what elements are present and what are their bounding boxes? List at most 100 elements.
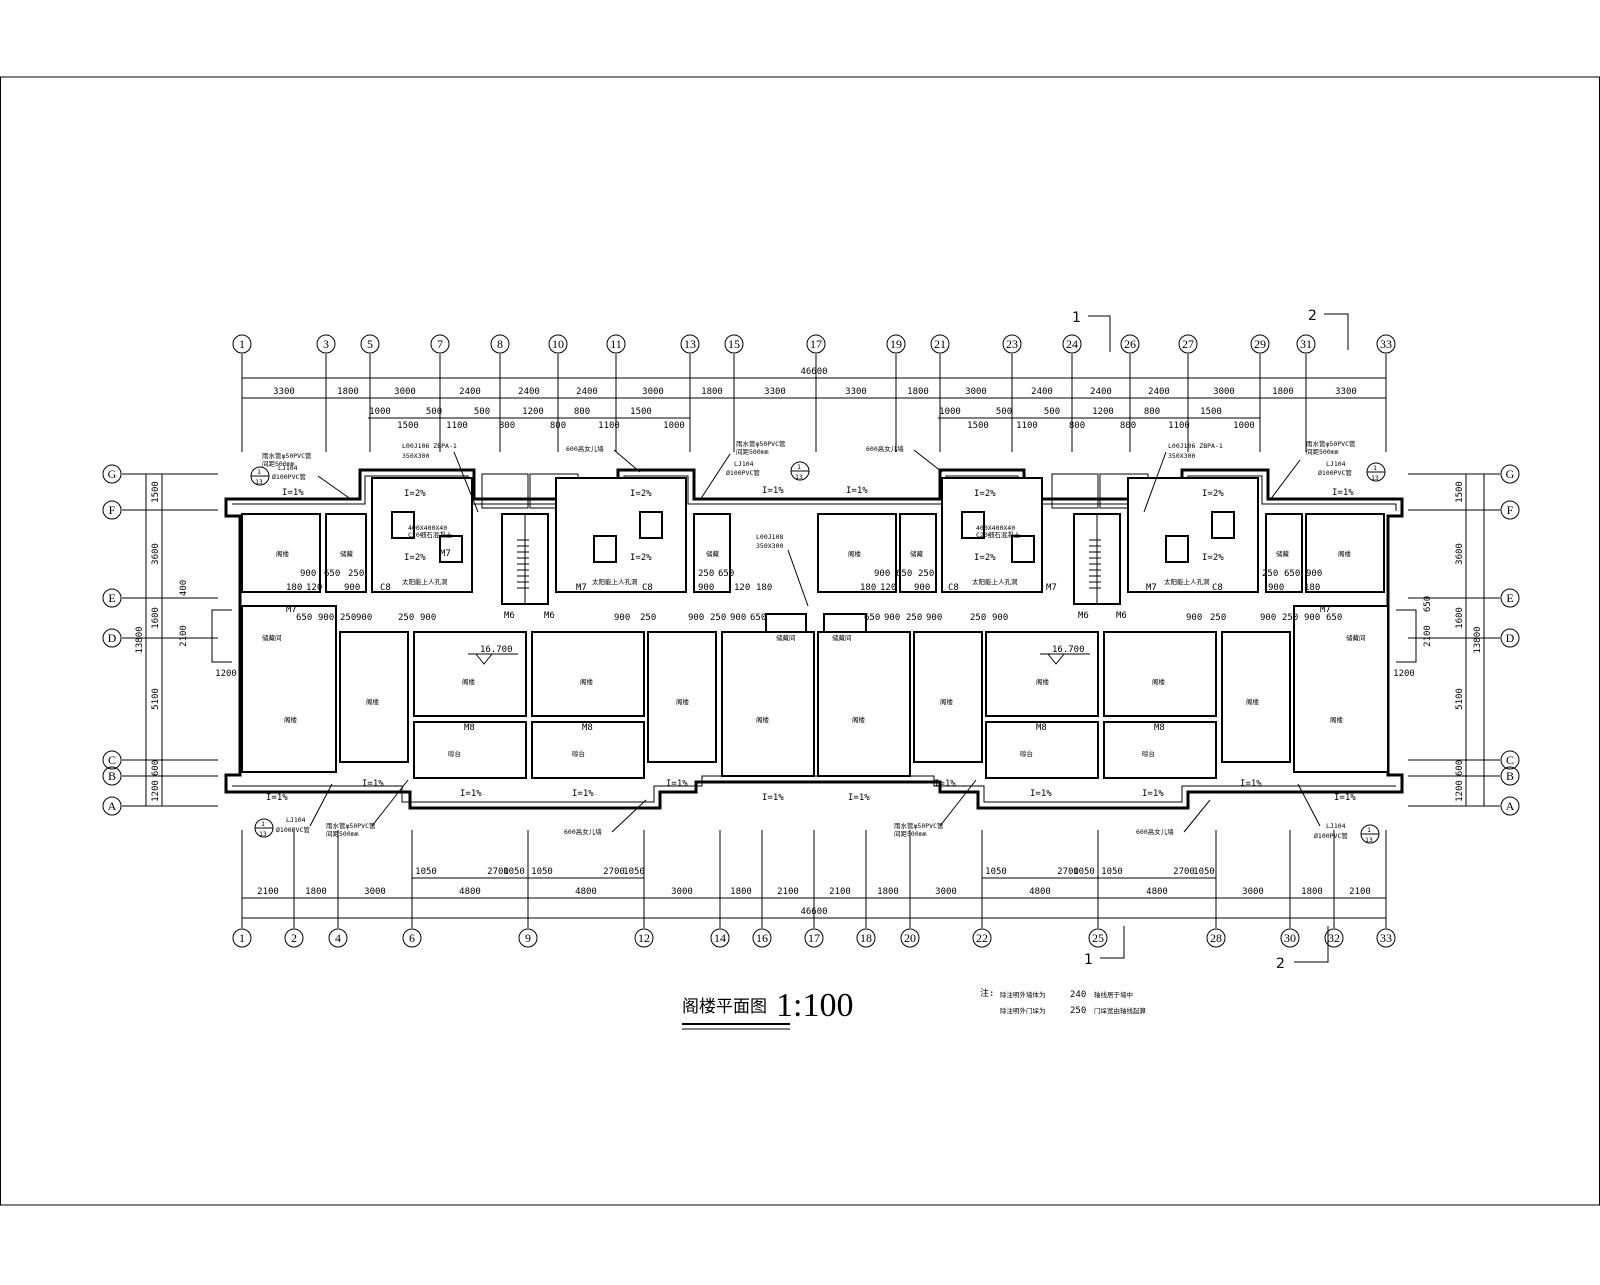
axis-label: B (108, 769, 116, 783)
door-tag: M8 (1154, 723, 1165, 733)
water-heater-box-7 (1165, 535, 1189, 563)
water-heater-box-4 (639, 511, 663, 539)
dim-text: 900 (1186, 613, 1202, 623)
bay-window-left (211, 609, 232, 663)
dim-text: 650 (864, 613, 880, 623)
label-bedroom: 阁楼 (1246, 697, 1260, 706)
dim-sub: 800 (574, 407, 590, 417)
dim-top: 2400 (576, 387, 598, 397)
downpipe-label: LJ104 (286, 816, 306, 824)
dim-text: 250 (1262, 569, 1278, 579)
rooms (241, 477, 1389, 779)
dim-sub: 1200 (1092, 407, 1114, 417)
water-heater-box-1 (391, 511, 415, 539)
label-storage: 储藏 (706, 549, 720, 558)
axis-bubble (900, 928, 920, 948)
dim-bottom: 1800 (1301, 887, 1323, 897)
room-upper-11 (1305, 513, 1385, 593)
dim-right-inner: 2100 (1423, 625, 1433, 647)
axis-bubble (328, 928, 348, 948)
detail-ref-bottom: 13 (1365, 836, 1373, 844)
dim-text: 650 (1326, 613, 1342, 623)
dim-bottom: 3000 (935, 887, 957, 897)
dim-top: 3300 (845, 387, 867, 397)
axis-bubble (490, 334, 510, 354)
drawing-title: 阁楼平面图 (682, 997, 767, 1017)
slope-note: I=1% (666, 779, 688, 789)
dim-text: 250 (1282, 613, 1298, 623)
dim-sub: 800 (550, 421, 566, 431)
axis-bubble (102, 750, 122, 770)
axis-bubble (1500, 588, 1520, 608)
axis-bubble (1088, 928, 1108, 948)
axis-bubble (102, 628, 122, 648)
axis-bubble (1062, 334, 1082, 354)
axis-label: 15 (728, 337, 740, 351)
elevation-markers: 16.700 16.700 (468, 645, 1090, 665)
dim-sub: 1050 (415, 867, 437, 877)
room-lower-8 (721, 631, 815, 777)
gutter-note-2: 间距500mm (262, 460, 295, 468)
section-marks: 1 2 1 2 (1072, 308, 1349, 972)
dim-sub: 500 (1044, 407, 1060, 417)
note-2-value: 250 (1070, 1006, 1086, 1016)
slope-note: I=1% (1030, 789, 1052, 799)
detail-ref-top: 1 (257, 468, 261, 476)
dim-text: 900 (420, 613, 436, 623)
axis-label: 24 (1066, 337, 1078, 351)
axis-bubble (548, 334, 568, 354)
axis-label: 17 (810, 337, 822, 351)
stair-treads (517, 514, 1101, 604)
axis-label: D (1506, 631, 1515, 645)
dim-text: 900 (730, 613, 746, 623)
axis-label: F (1507, 503, 1514, 517)
section-mark-bottom-2: 2 (1276, 956, 1285, 972)
slope-note: I=1% (846, 486, 868, 496)
slope-note: I=1% (762, 793, 784, 803)
drawing-scale: 1:100 (776, 987, 853, 1024)
dim-text: 250 (970, 613, 986, 623)
room-lower-5 (413, 721, 527, 779)
dim-top: 2400 (1031, 387, 1053, 397)
section-mark-top-1: 1 (1072, 310, 1081, 326)
dim-sub: 1100 (598, 421, 620, 431)
dim-text: 900 (874, 569, 890, 579)
dim-text: 120 (880, 583, 896, 593)
axis-bubble (102, 588, 122, 608)
axis-label: B (1506, 769, 1514, 783)
slope-note: I=1% (362, 779, 384, 789)
note-2-label: 除注明外门垛为 (1000, 1006, 1046, 1015)
dim-sub: 800 (1144, 407, 1160, 417)
dim-text: 250 (906, 613, 922, 623)
hatch-ref: L00J106 ZBPA-1 (1168, 442, 1223, 450)
axis-label: 1 (239, 931, 245, 945)
slope-note: I=1% (848, 793, 870, 803)
dim-text: 250 (710, 613, 726, 623)
slope-note: I=2% (974, 553, 996, 563)
axis-label: 20 (904, 931, 916, 945)
room-lower-16 (1293, 605, 1389, 773)
slope-note: I=1% (1332, 488, 1354, 498)
dim-text: 180 (756, 583, 772, 593)
label-storage-room: 储藏间 (262, 633, 282, 642)
dim-text: 650 (718, 569, 734, 579)
axis-label: 22 (976, 931, 988, 945)
detail-ref-top: 1 (797, 463, 801, 471)
axis-bubble (1500, 750, 1520, 770)
dim-right: 1600 (1455, 607, 1465, 629)
door-tag: M6 (504, 611, 515, 621)
room-lower-10 (913, 631, 983, 763)
dim-sub: 1050 (1101, 867, 1123, 877)
axis-label: 28 (1210, 931, 1222, 945)
dim-text: 650 (324, 569, 340, 579)
axis-bubble (1500, 766, 1520, 786)
axis-label: C (108, 753, 116, 767)
label-water-heater: 太阳能上人孔洞 (972, 577, 1018, 586)
skylight-1 (481, 473, 529, 509)
axis-bubble (284, 928, 304, 948)
slope-note: I=1% (460, 789, 482, 799)
dim-top: 3000 (965, 387, 987, 397)
axis-bubble (360, 334, 380, 354)
room-lower-12 (1103, 631, 1217, 717)
downpipe-label: LJ104 (734, 460, 754, 468)
